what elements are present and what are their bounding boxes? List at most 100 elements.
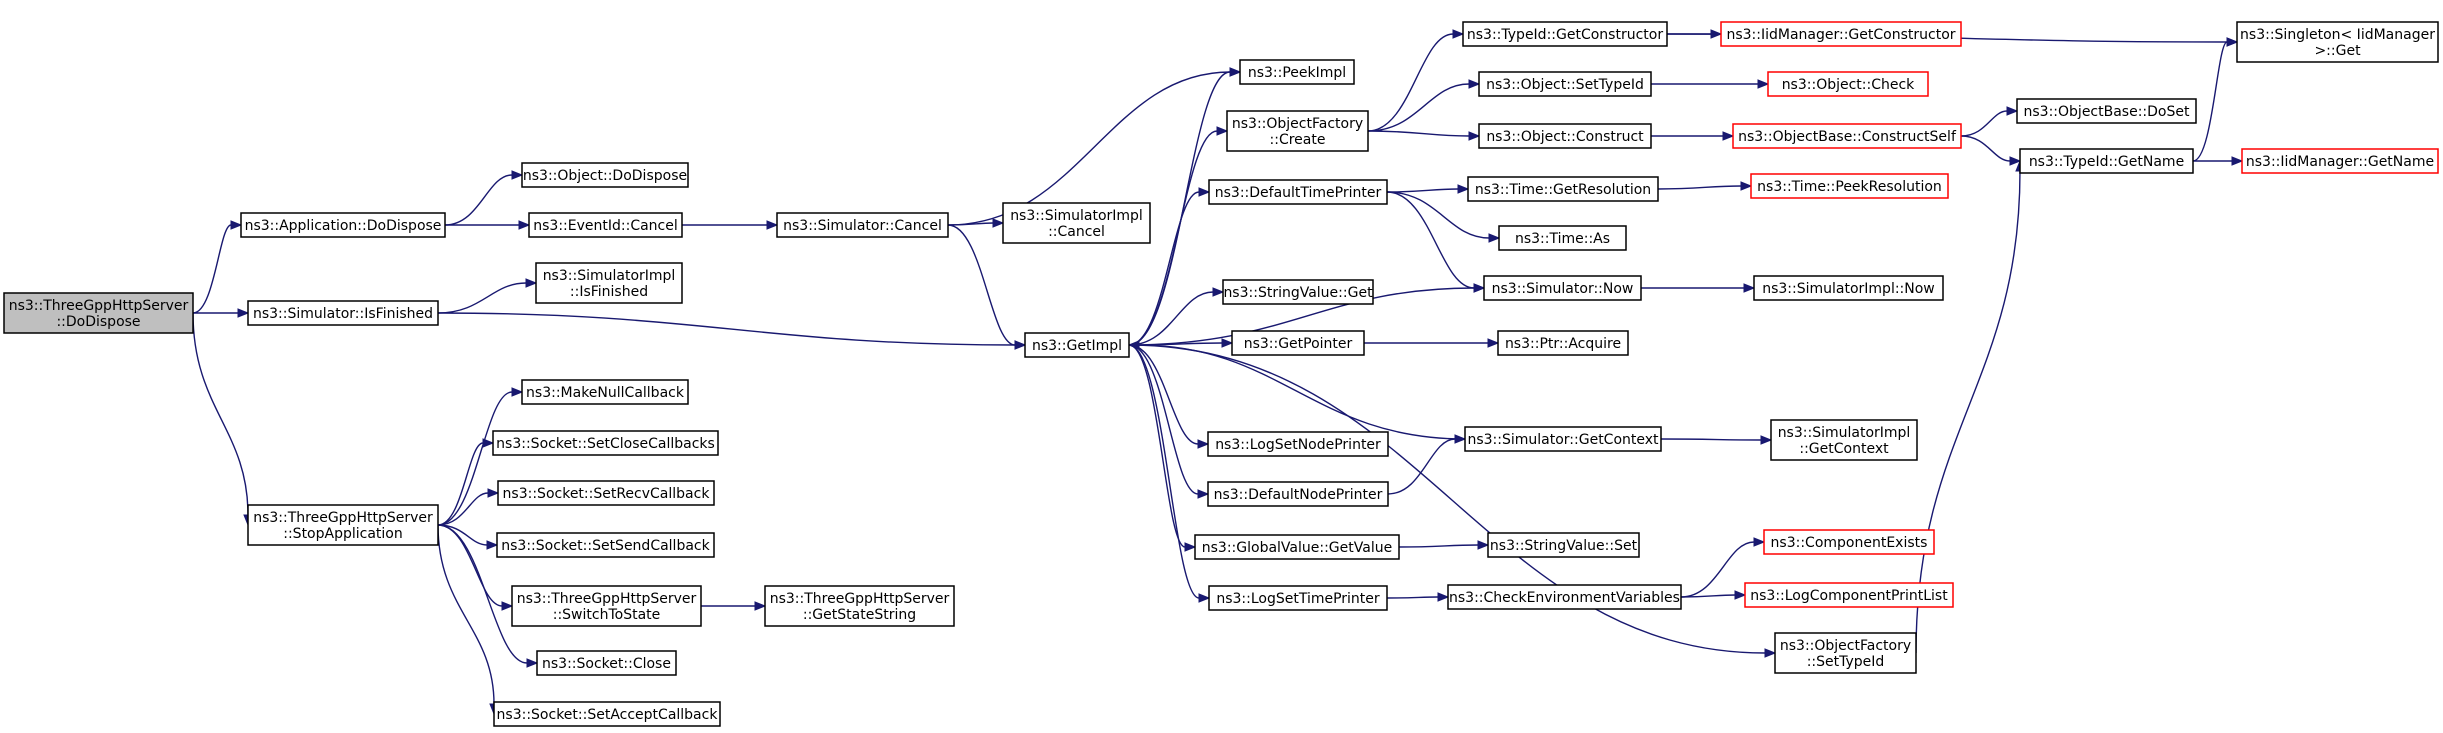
edge-arrowhead: [1212, 287, 1225, 297]
node-logsetnodeprinter[interactable]: ns3::LogSetNodePrinter: [1207, 431, 1389, 457]
node-box: [1447, 584, 1682, 610]
node-defaulttimeprinter[interactable]: ns3::DefaultTimePrinter: [1208, 179, 1388, 205]
node-stringvalue-get[interactable]: ns3::StringValue::Get: [1222, 279, 1374, 305]
node-sim-getcontext[interactable]: ns3::Simulator::GetContext: [1464, 426, 1662, 452]
edge-arrowhead: [1473, 283, 1486, 293]
node-sim-isfinished[interactable]: ns3::Simulator::IsFinished: [247, 300, 439, 326]
node-typeid-getname[interactable]: ns3::TypeId::GetName: [2019, 148, 2194, 174]
node-box: [1002, 202, 1151, 244]
edge-stopapplication-to-socket-setsendcallback: [437, 524, 499, 550]
edge-stopapplication-to-socket-close: [437, 524, 539, 668]
node-label: ns3::Socket::SetAcceptCallback: [497, 707, 719, 723]
node-socket-setclosecallbacks[interactable]: ns3::Socket::SetCloseCallbacks: [492, 430, 719, 456]
node-getstatestring[interactable]: ns3::ThreeGppHttpServer::GetStateString: [764, 585, 955, 627]
edge-line: [1128, 344, 1186, 548]
node-root[interactable]: ns3::ThreeGppHttpServer::DoDispose: [3, 292, 194, 334]
node-makenullcallback[interactable]: ns3::MakeNullCallback: [521, 379, 689, 405]
node-obj-check[interactable]: ns3::Object::Check: [1767, 71, 1929, 97]
node-box: [1239, 59, 1355, 85]
node-box: [1467, 176, 1659, 202]
node-box: [1226, 110, 1369, 152]
edge-line: [437, 442, 484, 526]
node-label: ns3::Ptr::Acquire: [1505, 336, 1621, 352]
node-iidmgr-getconstructor[interactable]: ns3::IidManager::GetConstructor: [1720, 21, 1962, 47]
edge-arrowhead: [1452, 29, 1465, 39]
node-label: ns3::ThreeGppHttpServer: [517, 591, 697, 607]
node-box: [535, 262, 683, 304]
edge-root-to-app-dodispose: [192, 220, 243, 314]
node-box: [1207, 431, 1389, 457]
node-objfactory-create[interactable]: ns3::ObjectFactory::Create: [1226, 110, 1369, 152]
edge-line: [192, 224, 232, 314]
node-ptr-acquire[interactable]: ns3::Ptr::Acquire: [1497, 330, 1629, 356]
edge-sim-isfinished-to-getimpl: [437, 312, 1027, 350]
node-time-getresolution[interactable]: ns3::Time::GetResolution: [1467, 176, 1659, 202]
node-objbase-constructself[interactable]: ns3::ObjectBase::ConstructSelf: [1732, 123, 1962, 149]
edge-line: [1386, 191, 1490, 239]
node-socket-setsendcallback[interactable]: ns3::Socket::SetSendCallback: [496, 532, 715, 558]
node-box: [1774, 632, 1917, 674]
edge-arrowhead: [237, 308, 250, 318]
edge-line: [437, 282, 527, 314]
node-getimpl[interactable]: ns3::GetImpl: [1024, 332, 1130, 358]
edge-line: [444, 174, 513, 226]
edge-line: [2192, 41, 2228, 162]
node-componentexists[interactable]: ns3::ComponentExists: [1763, 529, 1935, 555]
node-label: ::DoDispose: [56, 314, 140, 330]
node-objbase-doset[interactable]: ns3::ObjectBase::DoSet: [2016, 98, 2197, 124]
node-iidmgr-getname[interactable]: ns3::IidManager::GetName: [2241, 148, 2439, 174]
edge-line: [1680, 541, 1755, 598]
node-simimpl-now[interactable]: ns3::SimulatorImpl::Now: [1753, 275, 1944, 301]
node-globalvalue-getvalue[interactable]: ns3::GlobalValue::GetValue: [1194, 534, 1400, 560]
node-obj-settypeid[interactable]: ns3::Object::SetTypeId: [1478, 71, 1652, 97]
node-label: ns3::CheckEnvironmentVariables: [1449, 590, 1680, 606]
node-time-peekresolution[interactable]: ns3::Time::PeekResolution: [1750, 173, 1949, 199]
node-label: ns3::SimulatorImpl: [543, 268, 676, 284]
edge-line: [1128, 344, 1199, 445]
node-objfactory-settypeid[interactable]: ns3::ObjectFactory::SetTypeId: [1774, 632, 1917, 674]
node-socket-close[interactable]: ns3::Socket::Close: [536, 650, 677, 676]
node-app-dodispose[interactable]: ns3::Application::DoDispose: [240, 212, 446, 238]
node-logsettimeprinter[interactable]: ns3::LogSetTimePrinter: [1208, 585, 1388, 611]
node-defaultnodeprinter[interactable]: ns3::DefaultNodePrinter: [1207, 481, 1389, 507]
edge-line: [1128, 344, 1766, 654]
node-logcomponentprintlist[interactable]: ns3::LogComponentPrintList: [1744, 582, 1954, 608]
edge-sim-getcontext-to-simimpl-getcontext: [1660, 435, 1773, 445]
node-socket-setrecvcallback[interactable]: ns3::Socket::SetRecvCallback: [497, 480, 715, 506]
edge-stopapplication-to-socket-setrecvcallback: [437, 488, 500, 526]
node-simimpl-getcontext[interactable]: ns3::SimulatorImpl::GetContext: [1770, 419, 1918, 461]
node-box: [528, 212, 683, 238]
edge-arrowhead: [486, 540, 499, 550]
edge-sim-now-to-simimpl-now: [1641, 283, 1756, 293]
node-sim-cancel[interactable]: ns3::Simulator::Cancel: [776, 212, 949, 238]
node-checkenvvars[interactable]: ns3::CheckEnvironmentVariables: [1447, 584, 1682, 610]
edge-objbase-constructself-to-typeid-getname: [1960, 135, 2022, 166]
edge-defaultnodeprinter-to-sim-getcontext: [1387, 434, 1467, 495]
node-box: [240, 212, 446, 238]
edge-line: [1128, 287, 1475, 346]
node-obj-dodispose[interactable]: ns3::Object::DoDispose: [521, 162, 689, 188]
node-typeid-getconstructor[interactable]: ns3::TypeId::GetConstructor: [1462, 21, 1668, 47]
node-obj-construct[interactable]: ns3::Object::Construct: [1478, 123, 1652, 149]
node-label: ns3::MakeNullCallback: [526, 385, 685, 401]
node-stopapplication[interactable]: ns3::ThreeGppHttpServer::StopApplication: [247, 504, 439, 546]
node-label: ns3::GetImpl: [1032, 338, 1122, 354]
edge-arrowhead: [487, 488, 500, 498]
edge-arrowhead: [1197, 439, 1210, 449]
node-stringvalue-set[interactable]: ns3::StringValue::Set: [1487, 532, 1640, 558]
node-getpointer[interactable]: ns3::GetPointer: [1231, 330, 1365, 356]
edge-arrowhead: [766, 220, 779, 230]
node-socket-setacceptcallback[interactable]: ns3::Socket::SetAcceptCallback: [493, 701, 721, 727]
node-label: ns3::DefaultNodePrinter: [1214, 487, 1383, 503]
node-simimpl-isfinished[interactable]: ns3::SimulatorImpl::IsFinished: [535, 262, 683, 304]
node-label: ns3::EventId::Cancel: [533, 218, 678, 234]
node-peekimpl[interactable]: ns3::PeekImpl: [1239, 59, 1355, 85]
node-simimpl-cancel[interactable]: ns3::SimulatorImpl::Cancel: [1002, 202, 1151, 244]
node-time-as[interactable]: ns3::Time::As: [1498, 225, 1627, 251]
node-sim-now[interactable]: ns3::Simulator::Now: [1483, 275, 1642, 301]
node-singleton-get[interactable]: ns3::Singleton< IidManager >::Get: [2236, 21, 2439, 63]
edge-arrowhead: [1184, 542, 1197, 552]
node-eventid-cancel[interactable]: ns3::EventId::Cancel: [528, 212, 683, 238]
node-label: ns3::IidManager::GetConstructor: [1726, 27, 1955, 43]
node-switchtostate[interactable]: ns3::ThreeGppHttpServer::SwitchToState: [511, 585, 702, 627]
